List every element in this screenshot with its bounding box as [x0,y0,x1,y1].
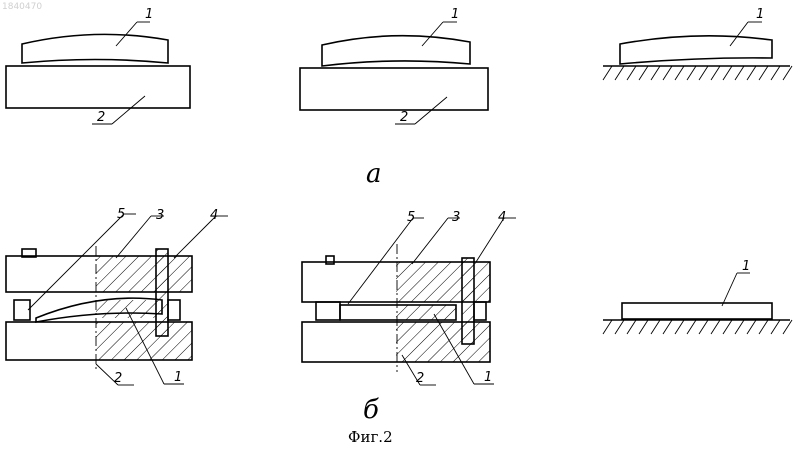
callout-4: 4 [498,210,506,225]
panel-b-label: б [363,395,379,425]
callout-1: 1 [451,7,459,22]
curved-part [620,36,772,64]
part-hatch [96,300,162,318]
diagram-b2: 5 3 4 2 1 [302,210,516,386]
callout-5: 5 [117,207,125,222]
panel-a-label: а [366,159,382,189]
pin-hatch [462,258,474,344]
ground-hatch [603,66,792,80]
curved-part [322,36,470,66]
callout-1: 1 [145,7,153,22]
base-block [300,68,488,110]
base-block [6,66,190,108]
callout-2: 2 [416,371,424,386]
lower-plate-hatch [96,322,192,360]
diagram-a2: 1 2 [300,7,488,125]
callout-1: 1 [174,370,182,385]
pin-collar [168,300,180,320]
curved-part [22,34,168,63]
callout-1: 1 [484,370,492,385]
callout-2: 2 [114,371,122,386]
callout-4: 4 [210,208,218,223]
watermark-text: 1840470 [2,2,42,12]
upper-plate-hatch [396,262,490,302]
callout-3: 3 [452,210,460,225]
pin-collar [474,302,486,320]
upper-plate-hatch [96,256,192,292]
diagram-a1: 1 2 [6,7,190,125]
diagram-b3: 1 [603,259,792,334]
part-hatch [396,305,456,320]
lower-plate-hatch [396,322,490,362]
diagram-a3: 1 [603,7,792,80]
flat-part [622,303,772,319]
diagram-b1: 5 3 4 2 1 [6,207,228,386]
callout-5: 5 [407,210,415,225]
callout-1: 1 [742,259,750,274]
spacer-block [316,302,340,320]
callout-3: 3 [156,208,164,223]
callout-1: 1 [756,7,764,22]
ground-hatch [603,320,792,334]
callout-2: 2 [400,110,408,125]
pin-hatch [156,249,168,336]
callout-2: 2 [97,110,105,125]
spacer-block [14,300,30,320]
figure-caption: Фиг.2 [348,428,393,446]
